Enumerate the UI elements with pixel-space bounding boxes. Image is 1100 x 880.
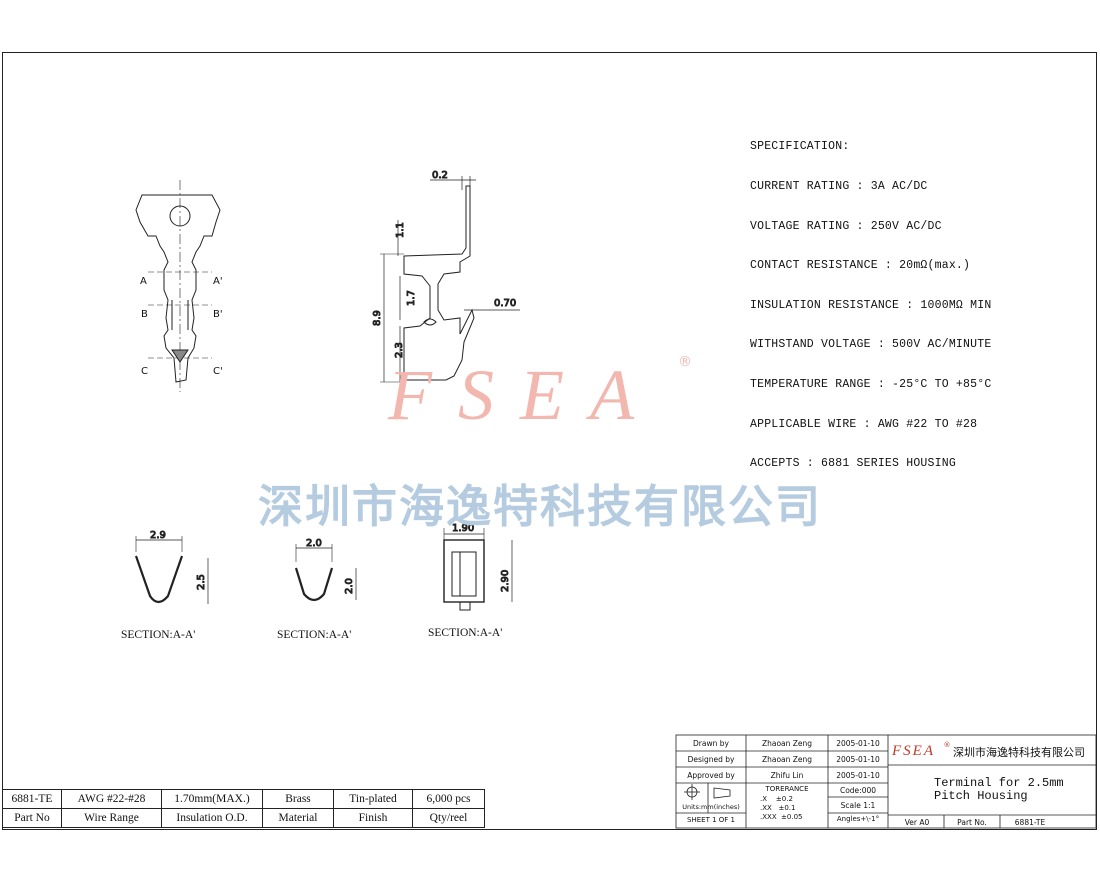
bom-header: Material: [262, 808, 334, 828]
spec-line: CURRENT RATING : 3A AC/DC: [750, 180, 928, 193]
designed-date: 2005-01-10: [836, 755, 880, 764]
tolerance-xxx: .XXX ±0.05: [760, 813, 803, 821]
section-3-label: SECTION:A-A': [428, 627, 503, 639]
label-a-prime: A': [213, 276, 223, 287]
scale: Scale 1:1: [840, 801, 876, 810]
dim-top: 1.1: [395, 222, 406, 238]
section-3-height: 2.90: [500, 570, 511, 592]
approved-date: 2005-01-10: [836, 771, 880, 780]
drawing-frame: [2, 52, 1097, 830]
designed-name: Zhaoan Zeng: [761, 755, 813, 764]
dim-thickness: 0.2: [432, 170, 448, 181]
title-block-logo-reg: ®: [943, 741, 951, 749]
bom-header: Qty/reel: [412, 808, 485, 828]
bom-part-no: 6881-TE: [2, 789, 62, 809]
dim-width: 0.70: [494, 298, 516, 309]
drawn-name: Zhaoan Zeng: [761, 739, 813, 748]
section-1-label: SECTION:A-A': [121, 629, 196, 641]
spec-line: APPLICABLE WIRE : AWG #22 TO #28: [750, 417, 978, 431]
bom-header: Finish: [333, 808, 413, 828]
section-3-tab: [459, 601, 471, 611]
part-no-label: Part No.: [957, 818, 987, 827]
bom-header: Insulation O.D.: [161, 808, 263, 828]
section-1-profile: [134, 555, 184, 604]
section-2-drawing: [294, 544, 357, 602]
label-a: A: [140, 276, 147, 287]
title-block-lines: [675, 734, 1097, 829]
tolerance-label: TORERANCE: [765, 785, 809, 793]
dim-mid: 1.7: [406, 290, 417, 306]
spec-line: INSULATION RESISTANCE : 1000MΩ MIN: [750, 298, 992, 312]
drawn-date: 2005-01-10: [836, 739, 880, 748]
spec-line: ACCEPTS : 6881 SERIES HOUSING: [750, 457, 956, 471]
section-1-height: 2.5: [196, 574, 207, 590]
watermark-registered: ®: [678, 354, 692, 370]
section-1-width: 2.9: [150, 530, 166, 541]
code: Code:000: [839, 786, 877, 795]
spec-heading: SPECIFICATION:: [750, 140, 850, 154]
drawing-title-line1: Terminal for 2.5mm: [934, 776, 1064, 790]
title-block-company: 深圳市海逸特科技有限公司: [953, 746, 1085, 759]
dim-bottom: 2.3: [394, 342, 405, 358]
bom-finish: Tin-plated: [333, 789, 413, 809]
specification-block: SPECIFICATION: CURRENT RATING : 3A AC/DC…: [750, 114, 991, 497]
spec-line: CONTACT RESISTANCE : 20mΩ(max.): [750, 259, 971, 273]
spec-line: TEMPERATURE RANGE : -25°C TO +85°C: [750, 377, 992, 391]
watermark-logo: FSEA: [388, 355, 660, 435]
bom-table: 6881-TE AWG #22-#28 1.70mm(MAX.) Brass T…: [2, 789, 485, 828]
tolerance-x: .X ±0.2: [760, 795, 793, 803]
section-2-profile: [294, 567, 334, 602]
section-3-width: 1.90: [452, 523, 474, 534]
section-1-drawing: [134, 536, 209, 604]
bom-values-row: 6881-TE AWG #22-#28 1.70mm(MAX.) Brass T…: [2, 789, 485, 809]
bom-headers-row: Part No Wire Range Insulation O.D. Mater…: [2, 808, 485, 828]
section-2-width: 2.0: [306, 538, 322, 549]
front-view-barb: [171, 349, 189, 363]
section-2-height: 2.0: [344, 578, 355, 594]
section-3-drawing: [443, 528, 513, 611]
section-3-inner: [451, 551, 477, 597]
spec-line: WITHSTAND VOLTAGE : 500V AC/MINUTE: [750, 338, 992, 352]
bom-insulation: 1.70mm(MAX.): [161, 789, 263, 809]
dim-total: 8.9: [372, 310, 383, 326]
spec-line: VOLTAGE RATING : 250V AC/DC: [750, 219, 942, 233]
angles: Angles+\-1°: [836, 815, 880, 823]
units: Units:mm(inches): [682, 803, 740, 811]
sheet: SHEET 1 OF 1: [687, 816, 735, 824]
drawn-label: Drawn by: [693, 739, 729, 748]
label-b: B: [141, 309, 148, 320]
designed-label: Designed by: [687, 755, 735, 764]
approved-name: Zhifu Lin: [770, 771, 804, 780]
label-c: C: [141, 366, 148, 377]
bom-qty: 6,000 pcs: [412, 789, 485, 809]
side-view-outline: [403, 185, 475, 381]
label-b-prime: B': [213, 309, 223, 320]
approved-label: Approved by: [687, 771, 735, 780]
section-3-outer: [443, 539, 485, 603]
bom-header: Wire Range: [61, 808, 162, 828]
drawing-title-line2: Pitch Housing: [934, 789, 1028, 803]
label-c-prime: C': [213, 366, 223, 377]
side-view: [380, 176, 520, 383]
watermark-company: 深圳市海逸特科技有限公司: [258, 480, 823, 533]
side-view-hole: [423, 318, 437, 326]
tolerance-xx: .XX ±0.1: [760, 804, 796, 812]
front-view-outline: [135, 194, 221, 383]
part-no-value: 6881-TE: [1014, 818, 1046, 827]
title-block-logo: FSEA: [892, 743, 935, 759]
front-view: [135, 180, 221, 392]
version: Ver A0: [904, 818, 930, 827]
bom-header: Part No: [2, 808, 62, 828]
bom-material: Brass: [262, 789, 334, 809]
bom-wire-range: AWG #22-#28: [61, 789, 162, 809]
section-2-label: SECTION:A-A': [277, 629, 352, 641]
